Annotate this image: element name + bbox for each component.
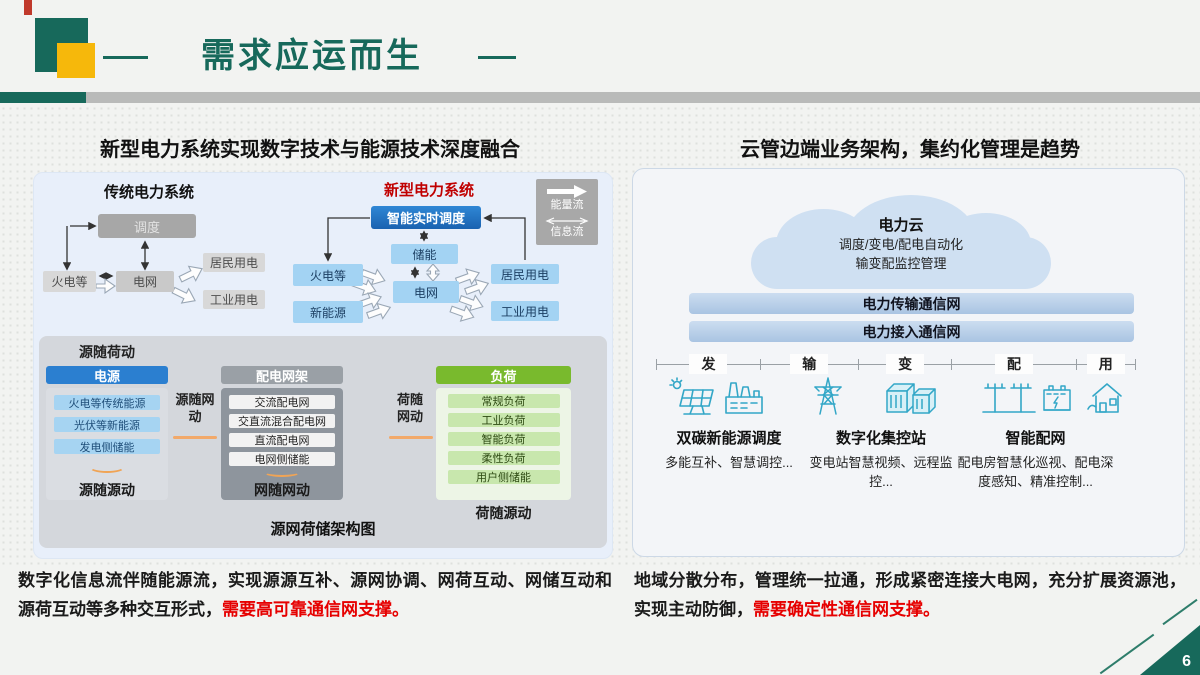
group-title: 双碳新能源调度: [676, 430, 782, 447]
corner-red-mark: [24, 0, 32, 15]
divider-bar-green: [0, 92, 86, 103]
grid-column: 交流配电网 交直流混合配电网 直流配电网 电网侧储能 网随网动: [221, 388, 343, 500]
distribution-pole-icon: [982, 383, 1036, 413]
energy-flow-label: 能量流: [550, 199, 584, 211]
logo-yellow-square: [57, 43, 95, 78]
segment-distribution: 配: [952, 354, 1075, 374]
grid-box-modern: 电网: [393, 281, 459, 303]
right-summary-text: 地域分散分布，管理统一拉通，形成紧密连接大电网，充分扩展资源池，实现主动防御，: [634, 571, 1186, 619]
sgls-top-label: 源随荷动: [79, 344, 135, 360]
slide-title: 需求应运而生: [201, 37, 423, 75]
group-generation: 双碳新能源调度 多能互补、智慧调控...: [643, 427, 815, 472]
grid-box-traditional: 电网: [116, 271, 174, 292]
left-section-heading: 新型电力系统实现数字技术与能源技术深度融合: [100, 139, 520, 161]
orange-line: [173, 436, 217, 439]
segment-generation: 发: [657, 354, 760, 374]
orange-arc: [264, 468, 300, 477]
left-summary-highlight: 需要高可靠通信网支撑。: [222, 600, 409, 619]
info-flow-arrow-icon: [545, 217, 589, 225]
energy-flow-arrow-icon: [547, 185, 587, 198]
group-title: 数字化集控站: [835, 430, 926, 447]
group-desc: 多能互补、智慧调控...: [665, 455, 793, 470]
residential-box-modern: 居民用电: [491, 264, 559, 284]
source-column-header: 电源: [46, 366, 168, 384]
load-item: 智能负荷: [447, 432, 560, 446]
dispatch-box: 调度: [98, 214, 196, 238]
load-item: 用户侧储能: [447, 470, 560, 484]
title-dash-right: [478, 56, 516, 59]
industrial-box-traditional: 工业用电: [203, 290, 265, 309]
load-column: 常规负荷 工业负荷 智能负荷 柔性负荷 用户侧储能: [436, 388, 571, 500]
connector-load-grid: 荷随网动: [396, 392, 423, 424]
load-column-header: 负荷: [436, 366, 571, 384]
thermal-box-modern: 火电等: [293, 264, 363, 286]
group-title: 智能配网: [1005, 430, 1066, 447]
smart-home-icon: [1087, 383, 1122, 413]
right-summary: 地域分散分布，管理统一拉通，形成紧密连接大电网，充分扩展资源池，实现主动防御，需…: [634, 566, 1186, 624]
divider-bar-gray: [86, 92, 1200, 103]
source-column: 火电等传统能源 光伏等新能源 发电侧储能 源随源动: [46, 388, 168, 500]
segment-transmission: 输: [761, 354, 858, 374]
battery-unit-icon: [1043, 385, 1071, 411]
source-column-caption: 源随源动: [79, 482, 135, 498]
info-flow-label: 信息流: [550, 226, 584, 238]
page-number: 6: [1182, 653, 1191, 670]
cloud-line2: 输变配监控管理: [855, 255, 947, 271]
grid-item: 交直流混合配电网: [229, 414, 335, 428]
corner-triangle: [1140, 625, 1200, 675]
source-item: 光伏等新能源: [54, 417, 160, 432]
grid-item: 直流配电网: [229, 433, 335, 447]
load-item: 常规负荷: [447, 394, 560, 408]
substation-icon: [886, 383, 936, 414]
group-desc: 变电站智慧视频、远程监控...: [809, 455, 953, 489]
grid-column-caption: 网随网动: [254, 482, 310, 498]
flow-legend: 能量流 信息流: [536, 179, 598, 245]
cloud-title: 电力云: [878, 216, 924, 234]
new-energy-box: 新能源: [293, 301, 363, 323]
left-diagram-panel: 传统电力系统 调度 火电等 电网 居民用电 工业用电 新型电力系统 智能实时调度…: [33, 172, 613, 559]
power-plant-icon: [725, 382, 763, 414]
grid-item: 交流配电网: [229, 395, 335, 409]
source-item: 火电等传统能源: [54, 395, 160, 410]
right-summary-highlight: 需要确定性通信网支撑。: [753, 600, 940, 619]
segment-consumption: 用: [1077, 354, 1136, 374]
transport-network-bar: 电力传输通信网: [689, 293, 1134, 314]
grid-column-header: 配电网架: [221, 366, 343, 384]
traditional-system-title: 传统电力系统: [103, 184, 194, 201]
access-network-bar: 电力接入通信网: [689, 321, 1134, 342]
power-cloud: 电力云 调度/变电/配电自动化 输变配监控管理: [751, 195, 1051, 289]
orange-arc: [89, 461, 125, 473]
residential-box-traditional: 居民用电: [203, 253, 265, 272]
group-desc: 配电房智慧化巡视、配电深度感知、精准控制...: [957, 455, 1114, 489]
modern-system-title: 新型电力系统: [383, 182, 474, 199]
segment-transformation: 变: [859, 354, 952, 374]
right-architecture-panel: 电力云 调度/变电/配电自动化 输变配监控管理 电力传输通信网 电力接入通信网 …: [632, 168, 1185, 557]
right-section-heading: 云管边端业务架构，集约化管理是趋势: [740, 139, 1080, 161]
group-control-station: 数字化集控站 变电站智慧视频、远程监控...: [801, 427, 961, 491]
title-dash-left: [103, 56, 148, 59]
grid-item: 电网侧储能: [229, 452, 335, 466]
solar-panel-icon: [669, 377, 714, 415]
power-chain-icons: [633, 375, 1186, 417]
load-column-caption: 荷随源动: [475, 505, 532, 521]
left-summary: 数字化信息流伴随能源流，实现源源互补、源网协调、网荷互动、网储互动和源荷互动等多…: [18, 566, 612, 624]
group-smart-distribution: 智能配网 配电房智慧化巡视、配电深度感知、精准控制...: [953, 427, 1118, 491]
transmission-tower-icon: [814, 377, 842, 415]
load-item: 柔性负荷: [447, 451, 560, 465]
cloud-line1: 调度/变电/配电自动化: [838, 236, 964, 252]
industrial-box-modern: 工业用电: [491, 301, 559, 321]
power-system-arrows: [62, 213, 526, 322]
connector-source-grid: 源随网动: [175, 392, 215, 424]
smart-dispatch-box: 智能实时调度: [371, 206, 481, 229]
power-chain-axis: 发 输 变 配 用: [656, 354, 1136, 374]
orange-line: [389, 436, 433, 439]
left-summary-text: 数字化信息流伴随能源流，实现源源互补、源网协调、网荷互动、网储互动和源荷互动等多…: [18, 571, 612, 619]
sgls-caption: 源网荷储架构图: [270, 521, 376, 538]
storage-box: 储能: [391, 244, 458, 264]
sgls-panel: 源随荷动 电源 火电等传统能源 光伏等新能源 发电侧储能 源随源动 源随网动 配…: [39, 336, 607, 548]
source-item: 发电侧储能: [54, 439, 160, 454]
load-item: 工业负荷: [447, 413, 560, 427]
thermal-box-traditional: 火电等: [43, 271, 96, 292]
